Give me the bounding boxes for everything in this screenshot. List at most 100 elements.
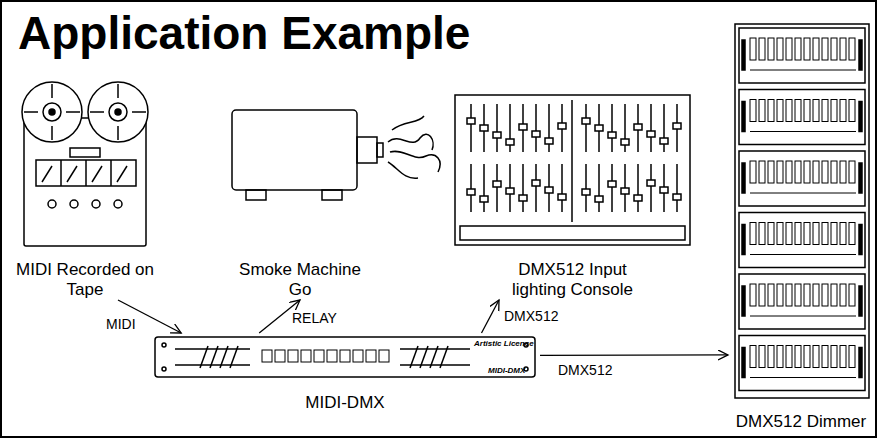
dimmer-channel bbox=[777, 284, 783, 306]
dimmer-channel bbox=[831, 161, 837, 183]
dimmer-channel bbox=[804, 284, 810, 306]
device-caption: DMX512 Dimmer bbox=[731, 412, 871, 432]
dimmer-channel bbox=[795, 100, 801, 122]
stroke bbox=[220, 346, 228, 368]
fader-slot bbox=[650, 104, 652, 152]
fader-knob bbox=[467, 189, 475, 195]
smoke-machine-node: Smoke Machine Go bbox=[212, 95, 388, 300]
fader-knob bbox=[673, 194, 681, 200]
button bbox=[340, 350, 350, 362]
dimmer-channel bbox=[813, 223, 819, 245]
dimmer-channel bbox=[768, 38, 774, 60]
fader-knob bbox=[634, 124, 642, 130]
handle bbox=[742, 40, 745, 70]
stroke bbox=[210, 346, 218, 368]
dimmer-module bbox=[739, 90, 865, 145]
fader-knob bbox=[545, 138, 553, 144]
device-caption: Smoke Machine Go bbox=[230, 260, 370, 300]
dimmer-channel bbox=[804, 346, 810, 368]
fader-knob bbox=[558, 123, 566, 129]
dimmer-channel bbox=[831, 223, 837, 245]
fader-slot bbox=[676, 164, 678, 212]
dimmer-channel bbox=[822, 38, 828, 60]
fader-slot bbox=[585, 164, 587, 212]
fader-knob bbox=[621, 188, 629, 194]
signal-arrow bbox=[540, 354, 728, 356]
fader-knob bbox=[608, 132, 616, 138]
dimmer-channel bbox=[831, 100, 837, 122]
stroke bbox=[750, 193, 856, 194]
dimmer-channel bbox=[750, 100, 756, 122]
fader-slot bbox=[561, 164, 563, 212]
fader-knob bbox=[467, 118, 475, 124]
fader-slot bbox=[470, 164, 472, 212]
dimmer-channel bbox=[777, 38, 783, 60]
handle bbox=[742, 286, 745, 316]
dimmer-channel bbox=[822, 223, 828, 245]
button bbox=[275, 350, 285, 362]
dimmer-module bbox=[739, 336, 865, 391]
dimmer-module bbox=[739, 213, 865, 268]
dimmer-channel bbox=[777, 100, 783, 122]
dimmer-channel bbox=[759, 346, 765, 368]
dimmer-channel bbox=[759, 284, 765, 306]
dimmer-channel bbox=[795, 223, 801, 245]
dimmer-channel bbox=[786, 38, 792, 60]
handle bbox=[859, 286, 862, 316]
stroke bbox=[750, 131, 856, 132]
fader-knob bbox=[519, 195, 527, 201]
dimmer-channel bbox=[813, 100, 819, 122]
dimmer-channel bbox=[777, 346, 783, 368]
handle bbox=[742, 102, 745, 132]
dimmer-channel bbox=[831, 284, 837, 306]
panel-print: Artistic Licence bbox=[474, 339, 534, 348]
stroke bbox=[440, 346, 448, 368]
dimmer-channel bbox=[768, 284, 774, 306]
signal-arrow bbox=[482, 300, 500, 333]
fader-knob bbox=[595, 125, 603, 131]
handle bbox=[859, 163, 862, 193]
dimmer-channel bbox=[750, 161, 756, 183]
fader-knob bbox=[660, 138, 668, 144]
fader-knob bbox=[532, 180, 540, 186]
stroke bbox=[410, 346, 418, 368]
dimmer-channel bbox=[840, 346, 846, 368]
fader-slot bbox=[496, 104, 498, 152]
device-caption: DMX512 Input lighting Console bbox=[498, 260, 648, 300]
stroke bbox=[750, 254, 856, 255]
dimmer-channel bbox=[759, 223, 765, 245]
fader-slot bbox=[637, 164, 639, 212]
button bbox=[366, 350, 376, 362]
fader-knob bbox=[519, 124, 527, 130]
dimmer-channel bbox=[840, 223, 846, 245]
button bbox=[327, 350, 337, 362]
fader-slot bbox=[611, 164, 613, 212]
signal-label: DMX512 bbox=[502, 308, 560, 324]
fader-knob bbox=[582, 189, 590, 195]
dimmer-channel bbox=[822, 100, 828, 122]
fader-knob bbox=[545, 187, 553, 193]
stroke bbox=[750, 70, 856, 71]
signal-label: RELAY bbox=[290, 310, 339, 326]
dimmer-channel bbox=[750, 223, 756, 245]
dimmer-channel bbox=[777, 223, 783, 245]
fader-knob bbox=[480, 196, 488, 202]
dimmer-channel bbox=[768, 100, 774, 122]
fader-knob bbox=[660, 187, 668, 193]
dimmer-channel bbox=[786, 284, 792, 306]
device-caption: MIDI Recorded on Tape bbox=[10, 260, 160, 300]
dimmer-channel bbox=[804, 38, 810, 60]
dimmer-channel bbox=[840, 161, 846, 183]
handle bbox=[742, 225, 745, 255]
dimmer-channel bbox=[849, 284, 855, 306]
tape-recorder-node: MIDI Recorded on Tape bbox=[10, 80, 160, 300]
fader-slot bbox=[548, 104, 550, 152]
fader-slot bbox=[496, 164, 498, 212]
dimmer-module bbox=[739, 274, 865, 329]
dimmer-channel bbox=[831, 346, 837, 368]
fader-knob bbox=[558, 194, 566, 200]
smoke-machine bbox=[232, 110, 440, 200]
